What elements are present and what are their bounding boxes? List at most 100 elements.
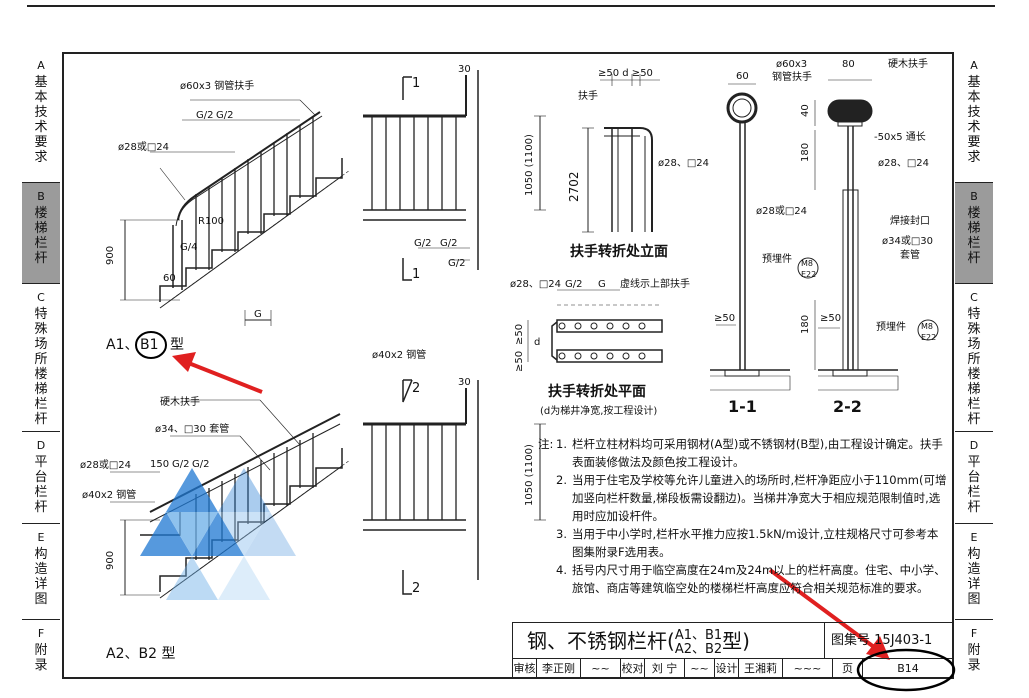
plan-dim50a: ≥50 xyxy=(514,324,525,345)
section-1-g2a: G/2 xyxy=(414,238,431,249)
d22-m8: M8 xyxy=(921,322,933,331)
tab-e-label: 构造详图 xyxy=(967,547,981,607)
a2-type: A2、B2 型 xyxy=(106,646,175,662)
elevation-post: ø28、□24 xyxy=(658,158,709,169)
d22-flat: -50x5 通长 xyxy=(874,131,926,143)
d11-d60: 60 xyxy=(736,71,749,82)
tab-f-label: 附录 xyxy=(34,643,48,673)
a1-balusters xyxy=(195,116,314,270)
d22-h180a: 180 xyxy=(800,143,811,162)
d11-e22: E22 xyxy=(801,270,816,279)
a2-sleeve: ø34、□30 套管 xyxy=(155,422,229,435)
d11-d50: ≥50 xyxy=(714,313,735,324)
notes-lead: 注: xyxy=(538,437,554,451)
d11-m8: M8 xyxy=(801,259,813,268)
sheet-top-border xyxy=(27,5,995,7)
section-2-d30: 30 xyxy=(458,377,471,388)
d11-title: 1-1 xyxy=(728,397,757,416)
section-1-drawing xyxy=(363,70,546,281)
d22-d50: ≥50 xyxy=(820,313,841,324)
a1-post-label: ø28或□24 xyxy=(118,141,169,153)
detail-2-2-drawing xyxy=(814,79,939,391)
note-item-1: 1.栏杆立柱材料均可采用钢材(A型)或不锈钢材(B型),由工程设计确定。扶手表面… xyxy=(556,437,943,469)
note-item-4: 4.括号内尺寸用于临空高度在24m及24m以上的栏杆高度。住宅、中小学、旅馆、商… xyxy=(556,563,946,595)
d22-d80: 80 xyxy=(842,59,855,70)
d22-e22: E22 xyxy=(921,333,936,342)
d22-embed: 预埋件 xyxy=(876,321,906,333)
section-2-mark-top: 2 xyxy=(412,381,420,396)
d11-embed: 预埋件 xyxy=(762,253,792,265)
check-label: 校对 xyxy=(621,659,645,678)
d22-seal: 焊接封口 xyxy=(890,214,930,227)
a1-h900-label: 900 xyxy=(105,246,116,265)
elevation-dims: ≥50 d ≥50 xyxy=(598,68,653,79)
detail-1-1-drawing xyxy=(710,83,819,391)
drawing-frame xyxy=(62,52,954,679)
a2-post: ø28或□24 xyxy=(80,459,131,471)
section-1-mark-top: 1 xyxy=(412,76,420,91)
note-item-2: 2.当用于住宅及学校等允许儿童进入的场所时,栏杆净距应小于110mm(可增加竖向… xyxy=(556,473,947,523)
plan-dim50b: ≥50 xyxy=(514,351,525,372)
watermark-overlay xyxy=(140,468,296,600)
checker-name: 刘 宁 xyxy=(645,659,685,678)
section-2-mark-bottom: 2 xyxy=(412,581,420,596)
a1-d60-label: 60 xyxy=(163,273,176,284)
a2-h900: 900 xyxy=(105,551,116,570)
d22-wood: 硬木扶手 xyxy=(888,57,928,70)
plan-title: 扶手转折处平面 xyxy=(548,383,646,400)
tab-b-label: 楼梯栏杆 xyxy=(967,206,981,266)
reviewer-name: 李正刚 xyxy=(537,659,581,678)
d22-h180b: 180 xyxy=(800,315,811,334)
designer-signature: ~~~ xyxy=(783,659,833,678)
elevation-turn-drawing xyxy=(582,74,660,233)
a1-r100-label: R100 xyxy=(198,216,224,227)
elevation-handrail: 扶手 xyxy=(578,89,598,102)
designer-name: 王湘莉 xyxy=(739,659,783,678)
elevation-h2702: 2702 xyxy=(567,171,581,202)
section-1-g2b: G/2 xyxy=(440,238,457,249)
reviewer-signature: ~~ xyxy=(581,659,621,678)
a1-handrail-label: ø60x3 钢管扶手 xyxy=(180,79,254,92)
a2-g2b: G/2 xyxy=(192,459,209,470)
plan-note: 虚线示上部扶手 xyxy=(620,277,690,290)
elevation-title: 扶手转折处立面 xyxy=(570,243,668,260)
tab-c-label: 特殊场所楼梯栏杆 xyxy=(34,307,48,427)
a1-g4-label: G/4 xyxy=(180,242,197,253)
a2-pipe-top: ø40x2 钢管 xyxy=(372,348,426,361)
tab-a-label: 基本技术要求 xyxy=(34,75,48,165)
a2-pipe2: ø40x2 钢管 xyxy=(82,488,136,501)
a2-wood: 硬木扶手 xyxy=(160,395,200,408)
a1-g-label: G xyxy=(254,309,262,320)
signature-row: 审核 李正刚 ~~ 校对 刘 宁 ~~ 设计 王湘莉 ~~~ 页 B14 xyxy=(513,659,953,678)
d22-title: 2-2 xyxy=(833,397,862,416)
tab-a-label: 基本技术要求 xyxy=(967,75,981,165)
d11-handrail: ø60x3 xyxy=(776,59,807,70)
plan-turn-drawing xyxy=(527,289,663,363)
page-number: B14 xyxy=(897,662,919,675)
plan-d: d xyxy=(534,337,540,348)
a1-stair-drawing xyxy=(120,99,351,359)
d22-h40: 40 xyxy=(800,104,811,117)
tab-d-label: 平台栏杆 xyxy=(967,455,981,515)
note-item-3: 3.当用于中小学时,栏杆水平推力应按1.5kN/m设计,立柱规格尺寸可参考本图集… xyxy=(556,527,939,559)
a2-g2a: G/2 xyxy=(172,459,189,470)
review-label: 审核 xyxy=(513,659,537,678)
plan-subtitle: (d为梯井净宽,按工程设计) xyxy=(540,404,657,417)
tab-c-label: 特殊场所楼梯栏杆 xyxy=(967,307,981,427)
